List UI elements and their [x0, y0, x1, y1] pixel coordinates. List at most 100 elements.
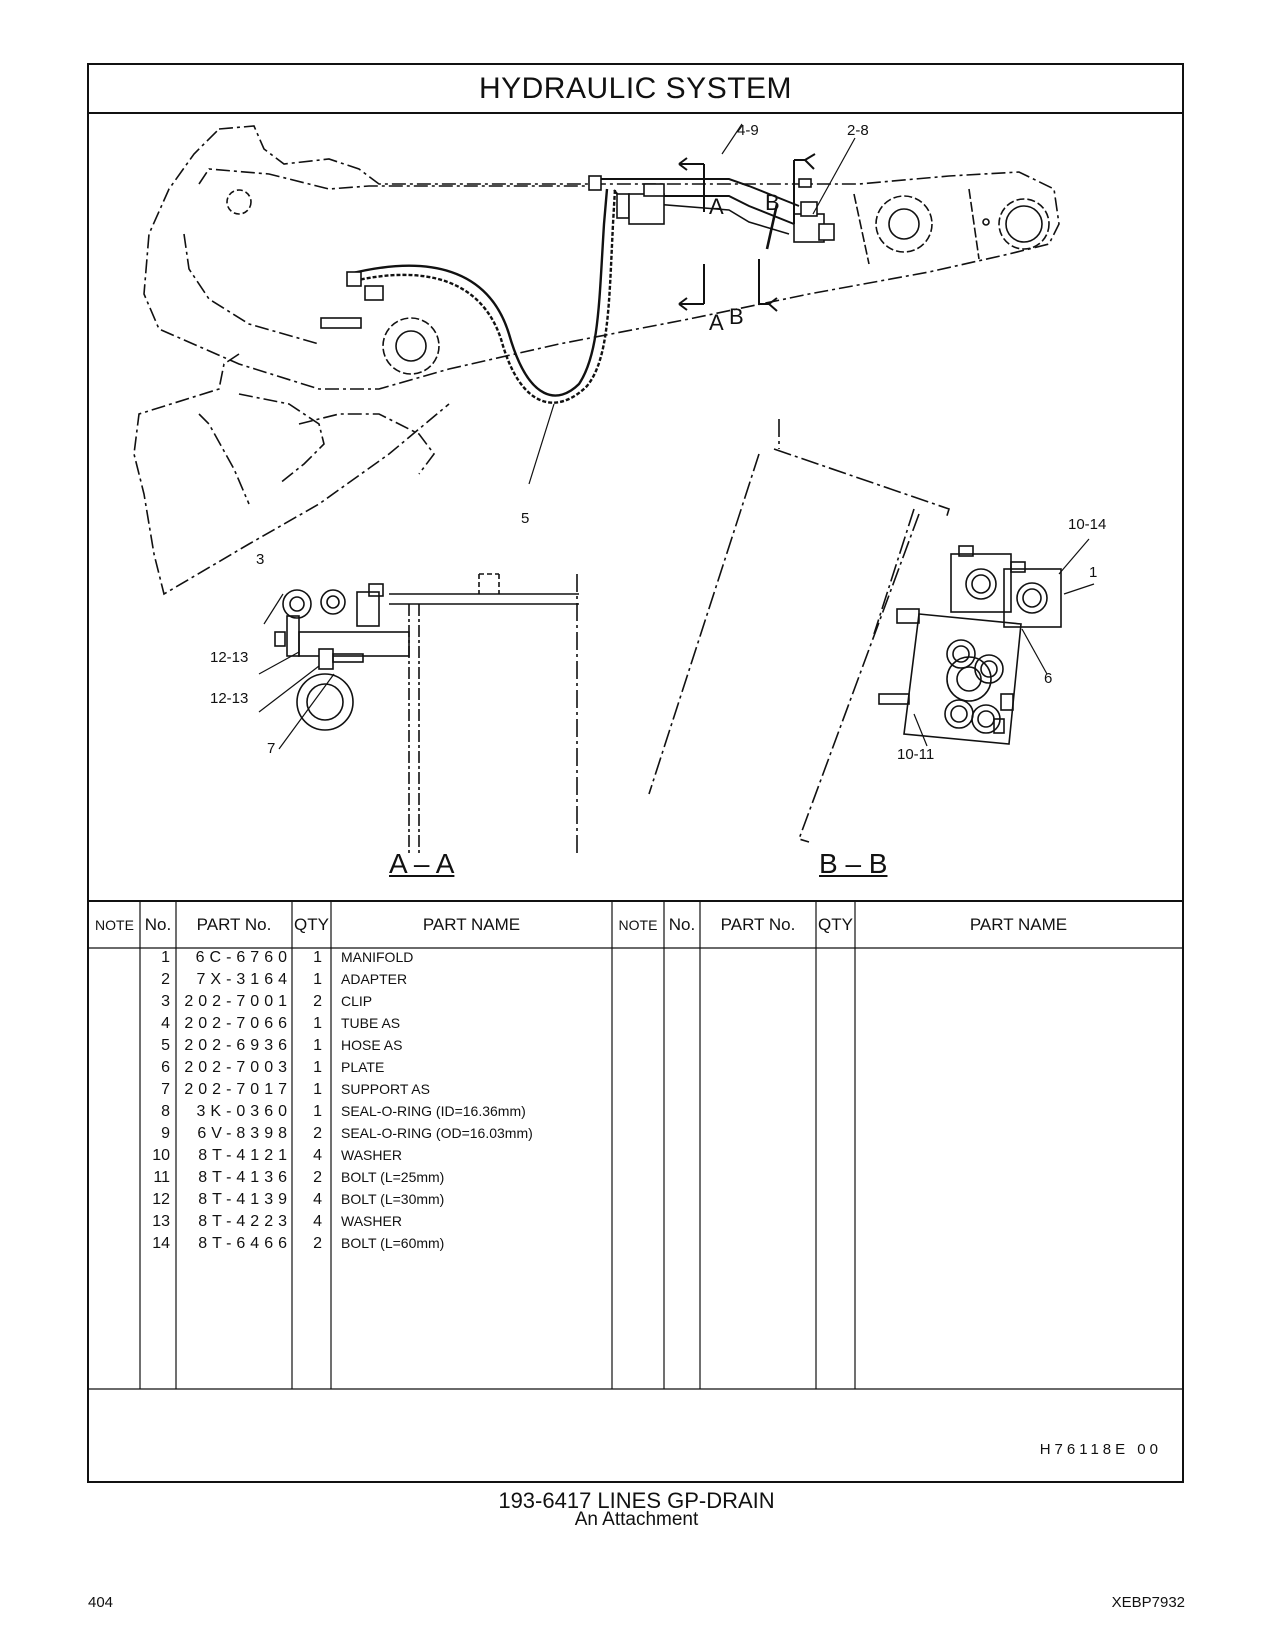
parts-sheet-frame: HYDRAULIC SYSTEM	[87, 63, 1184, 1483]
quantity: 1	[313, 1037, 322, 1054]
part-number: 202-7066	[184, 1015, 292, 1032]
item-number: 2	[161, 971, 170, 988]
callout-10-14: 10-14	[1068, 516, 1107, 533]
callout-7: 7	[267, 740, 276, 757]
part-name: SEAL-O-RING (ID=16.36mm)	[341, 1103, 526, 1119]
section-label-a-a: A – A	[389, 848, 455, 879]
part-name: MANIFOLD	[341, 949, 414, 965]
table-row: 12 8T-4139 4 BOLT (L=30mm)	[89, 1191, 612, 1214]
table-row: 4 202-7066 1 TUBE AS	[89, 1015, 612, 1038]
callout-4-9: 4-9	[737, 122, 759, 139]
part-name: WASHER	[341, 1213, 402, 1229]
part-name: TUBE AS	[341, 1015, 401, 1031]
part-number: 8T-4139	[198, 1191, 292, 1208]
part-name: CLIP	[341, 993, 373, 1009]
header-part-name-left: PART NAME	[422, 915, 521, 934]
quantity: 4	[313, 1213, 322, 1230]
hydraulic-line-illustration	[133, 123, 1095, 854]
item-number: 8	[161, 1103, 170, 1120]
item-number: 1	[161, 949, 170, 966]
part-name: PLATE	[341, 1059, 385, 1075]
section-a-a-detail	[258, 573, 579, 854]
part-number: 8T-6466	[198, 1235, 292, 1252]
quantity: 2	[313, 993, 322, 1010]
part-name: ADAPTER	[341, 971, 408, 987]
callout-5: 5	[521, 510, 530, 527]
section-marker-b-top: B	[765, 190, 780, 215]
quantity: 1	[313, 1015, 322, 1032]
part-number: 202-7003	[184, 1059, 292, 1076]
header-part-no-right: PART No.	[720, 915, 796, 934]
header-part-no-left: PART No.	[196, 915, 272, 934]
table-row: 11 8T-4136 2 BOLT (L=25mm)	[89, 1169, 612, 1192]
drawing-code: H76118E 00	[1039, 1441, 1162, 1458]
item-number: 13	[152, 1213, 170, 1230]
quantity: 1	[313, 1059, 322, 1076]
part-name: BOLT (L=60mm)	[341, 1235, 445, 1251]
drain-hose	[320, 188, 617, 404]
table-grid	[89, 902, 1182, 1390]
quantity: 2	[313, 1125, 322, 1142]
quantity: 2	[313, 1169, 322, 1186]
part-number: 202-7017	[184, 1081, 292, 1098]
item-number: 11	[153, 1169, 170, 1186]
part-number: 8T-4223	[198, 1213, 292, 1230]
section-arrows	[528, 123, 856, 485]
part-number: 6C-6760	[195, 949, 292, 966]
part-name: SEAL-O-RING (OD=16.03mm)	[341, 1125, 533, 1141]
header-note-right: NOTE	[618, 917, 658, 933]
header-no-left: No.	[144, 915, 172, 934]
part-name: BOLT (L=30mm)	[341, 1191, 445, 1207]
item-number: 14	[152, 1235, 170, 1252]
item-number: 5	[161, 1037, 170, 1054]
item-number: 7	[161, 1081, 170, 1098]
table-row: 1 6C-6760 1 MANIFOLD	[89, 949, 612, 972]
quantity: 1	[313, 1103, 322, 1120]
part-number: 8T-4121	[198, 1147, 292, 1164]
page-number: 404	[88, 1594, 114, 1611]
section-label-b-b: B – B	[819, 848, 888, 879]
callout-12-13-upper: 12-13	[210, 649, 249, 666]
group-caption: 193-6417 LINES GP-DRAIN	[498, 1488, 775, 1513]
part-number: 6V-8398	[197, 1125, 292, 1142]
quantity: 1	[313, 949, 322, 966]
header-qty-left: QTY	[294, 915, 329, 934]
table-row: 8 3K-0360 1 SEAL-O-RING (ID=16.36mm)	[89, 1103, 612, 1126]
section-marker-b-bottom: B	[729, 304, 744, 329]
table-row: 2 7X-3164 1 ADAPTER	[89, 971, 612, 994]
quantity: 4	[313, 1147, 322, 1164]
section-marker-a-bottom: A	[709, 310, 724, 335]
table-row: 14 8T-6466 2 BOLT (L=60mm)	[89, 1235, 612, 1258]
part-name: SUPPORT AS	[341, 1081, 430, 1097]
parts-list-table: NOTE No. PART No. QTY PART NAME NOTE No.…	[89, 900, 1182, 1468]
table-row: 13 8T-4223 4 WASHER	[89, 1213, 612, 1236]
item-number: 3	[161, 993, 170, 1010]
part-number: 202-6936	[184, 1037, 292, 1054]
callout-6: 6	[1044, 670, 1053, 687]
quantity: 4	[313, 1191, 322, 1208]
item-number: 12	[152, 1191, 170, 1208]
item-number: 9	[161, 1125, 170, 1142]
item-number: 4	[161, 1015, 170, 1032]
document-id: XEBP7932	[1111, 1594, 1185, 1611]
exploded-drawing: A B A B 4-9 2-8 5 3 12-13 12-13 7 10-14 …	[89, 114, 1182, 900]
section-marker-a-top: A	[709, 194, 724, 219]
part-number: 8T-4136	[198, 1169, 292, 1186]
quantity: 1	[313, 971, 322, 988]
callout-10-11: 10-11	[897, 746, 935, 763]
callout-3: 3	[256, 551, 265, 568]
quantity: 2	[313, 1235, 322, 1252]
part-number: 3K-0360	[196, 1103, 292, 1120]
section-b-b-detail	[648, 419, 1095, 843]
header-no-right: No.	[668, 915, 696, 934]
part-name: WASHER	[341, 1147, 402, 1163]
part-number: 202-7001	[184, 993, 292, 1010]
part-name: BOLT (L=25mm)	[341, 1169, 445, 1185]
header-note-left: NOTE	[95, 917, 134, 933]
header-part-name-right: PART NAME	[969, 915, 1068, 934]
part-number: 7X-3164	[196, 971, 292, 988]
